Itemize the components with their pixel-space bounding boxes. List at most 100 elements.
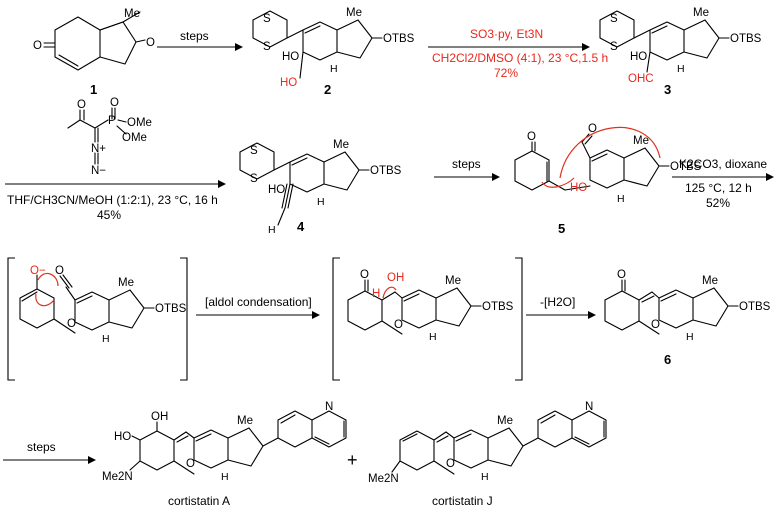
atom-ho-4: HO (268, 184, 285, 196)
compound-5-label: 5 (558, 221, 565, 236)
atom-p-bo: P (108, 115, 116, 127)
atom-h-2: H (330, 63, 338, 75)
intermediate-1-structure: O− O O Me OTBS H (19, 265, 187, 345)
atom-o-bridge-cort-a: O (186, 458, 195, 470)
atom-n-isoquinoline-cort-a: N (325, 401, 333, 413)
atom-s-2a: S (263, 13, 271, 25)
condition-step-5-temp: 125 °C, 12 h (685, 181, 752, 195)
atom-me-int1: Me (118, 277, 134, 289)
atom-otbs-6: OTBS (739, 301, 771, 313)
atom-me-cort-a: Me (237, 415, 253, 427)
atom-me-2: Me (346, 7, 362, 19)
atom-n-minus-bo: N− (91, 165, 106, 177)
atom-ho-2: HO (282, 51, 299, 63)
atom-o-bridge-6: O (651, 319, 660, 331)
condition-step-6: [aldol condensation] (205, 295, 312, 309)
atom-ho-red-2: HO (280, 77, 297, 89)
bestmann-ohira-reagent-structure: O P O OMe OMe N+ N− (67, 97, 152, 177)
arrow-step-8 (3, 456, 96, 464)
atom-me2n-cort-a: Me2N (102, 471, 133, 483)
atom-o-aldehyde-5: O (588, 123, 597, 135)
atom-o-left-1: O (33, 40, 42, 52)
cortistatin-a-structure: OH HO Me2N O Me H N (102, 401, 347, 483)
cortistatin-a-label: cortistatin A (168, 494, 230, 508)
atom-h-alkyne-4: H (268, 224, 276, 236)
atom-me-int2: Me (445, 275, 461, 287)
intermediate-2-structure: O OH H O Me OTBS H (347, 269, 514, 343)
atom-otbs-int2: OTBS (482, 301, 514, 313)
atom-n-plus-bo: N+ (91, 143, 106, 155)
condition-step-5-reagents: K2CO3, dioxane (679, 157, 767, 171)
compound-1-label: 1 (90, 82, 97, 97)
compound-4-structure: S S Me OTBS HO H H (239, 139, 402, 236)
arrow-step-2 (428, 43, 590, 51)
atom-o-phosphoryl-bo: O (110, 97, 119, 109)
bracket-intermediate-2 (332, 257, 523, 381)
compound-5-structure: O O Me OTBS HO H (514, 123, 702, 205)
atom-s-4b: S (250, 173, 258, 185)
atom-h-red-int2: H (372, 288, 380, 300)
atom-me-1: Me (124, 8, 140, 20)
compound-6-structure: O O Me OTBS H (604, 269, 771, 343)
atom-otbs-int1: OTBS (155, 303, 187, 315)
cortistatin-j-label: cortistatin J (432, 494, 493, 508)
condition-step-2-yield: 72% (494, 66, 518, 80)
atom-o-bridge-int2: O (394, 319, 403, 331)
atom-o-ketone-6: O (617, 269, 626, 281)
atom-ho-cort-a: HO (114, 431, 131, 443)
atom-s-4a: S (250, 145, 258, 157)
atom-o-minus-int1: O− (30, 265, 46, 277)
atom-h-cort-a: H (221, 471, 229, 483)
arrow-step-7 (526, 311, 596, 319)
atom-h-cort-j: H (481, 471, 489, 483)
cortistatin-j-structure: Me2N O Me H N (368, 401, 607, 485)
condition-step-7: -[H2O] (540, 295, 575, 309)
atom-o-bridge-int1: O (67, 318, 76, 330)
atom-o-ketone-int1: O (55, 265, 64, 277)
compound-3-structure: S S Me OTBS HO OHC H (599, 7, 762, 85)
atom-oh-cort-a: OH (151, 411, 168, 423)
atom-h-5: H (617, 193, 625, 205)
atom-oh-red-int2: OH (387, 272, 404, 284)
atom-otbs-5: OTBS (670, 161, 702, 173)
atom-s-3a: S (610, 13, 618, 25)
atom-me2n-cort-j: Me2N (368, 473, 399, 485)
atom-h-int1: H (102, 333, 110, 345)
compound-4-label: 4 (297, 219, 305, 234)
atom-otbs-2: OTBS (383, 33, 415, 45)
atom-o-ketone-5: O (527, 131, 536, 143)
atom-me-5: Me (633, 135, 649, 147)
atom-me-6: Me (702, 275, 718, 287)
atom-n-isoquinoline-cort-j: N (585, 401, 593, 413)
atom-ome-1-bo: OMe (127, 117, 152, 129)
arrow-step-4 (434, 173, 500, 181)
compound-3-label: 3 (664, 82, 671, 97)
arrow-step-3 (5, 180, 226, 188)
arrow-step-5 (672, 173, 774, 181)
atom-h-3: H (677, 63, 685, 75)
atom-h-4: H (317, 196, 325, 208)
condition-step-2-solvent: CH2Cl2/DMSO (4:1), 23 °C,1.5 h (432, 51, 608, 65)
plus-sign: + (347, 450, 358, 470)
arrow-step-6 (196, 311, 320, 319)
condition-step-2-reagents: SO3·py, Et3N (470, 27, 543, 41)
atom-s-3b: S (610, 41, 618, 53)
atom-o-ketone-bo: O (77, 99, 86, 111)
compound-6-label: 6 (664, 352, 671, 367)
compound-1-structure: O O Me (33, 8, 155, 71)
atom-ho-3: HO (630, 51, 647, 63)
atom-otbs-3: OTBS (730, 33, 762, 45)
condition-step-4: steps (452, 157, 481, 171)
atom-s-2b: S (263, 41, 271, 53)
atom-me-cort-j: Me (497, 415, 513, 427)
condition-step-3-yield: 45% (97, 208, 121, 222)
arrow-step-1 (157, 43, 243, 51)
condition-step-3-solvent: THF/CH3CN/MeOH (1:2:1), 23 °C, 16 h (7, 193, 218, 207)
compound-2-structure: S S Me OTBS HO HO H (252, 7, 415, 89)
bracket-intermediate-1 (7, 257, 188, 381)
atom-me-4: Me (333, 139, 349, 151)
atom-o-bridge-cort-j: O (446, 458, 455, 470)
atom-h-int2: H (429, 331, 437, 343)
atom-o-right-1: O (146, 37, 155, 49)
